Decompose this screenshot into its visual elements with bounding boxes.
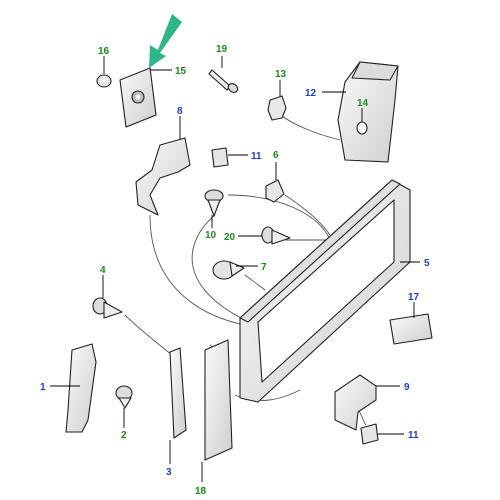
washer-16	[96, 74, 112, 88]
rivet-7	[212, 260, 245, 280]
callout-9: 9	[404, 382, 410, 393]
clip-11b	[360, 423, 379, 445]
bracket-9	[334, 374, 377, 431]
panel-5	[239, 179, 411, 403]
callout-6: 6	[273, 150, 279, 161]
callout-14: 14	[357, 98, 369, 109]
callout-13: 13	[275, 69, 287, 80]
callout-1: 1	[40, 382, 46, 393]
clip-6	[265, 179, 285, 203]
callout-5: 5	[424, 258, 430, 269]
rivet-20	[261, 226, 291, 245]
bracket-8	[135, 137, 191, 216]
callout-4: 4	[100, 265, 106, 276]
rivet-2	[115, 385, 133, 409]
callout-17: 17	[408, 292, 420, 303]
block-17	[389, 313, 433, 345]
callout-11a: 11	[251, 151, 262, 162]
bracket-1	[65, 343, 97, 433]
clip-11a	[211, 147, 229, 168]
arrow-icon	[149, 14, 182, 68]
plate-15	[119, 67, 157, 128]
rivet-10	[204, 189, 224, 217]
callout-20: 20	[224, 232, 236, 243]
callout-2: 2	[121, 430, 127, 441]
rivet-4	[92, 297, 123, 319]
bolt-19	[208, 69, 239, 93]
leader-lines	[50, 56, 420, 482]
callout-10: 10	[205, 230, 217, 241]
callout-12: 12	[305, 88, 317, 99]
callout-15: 15	[175, 66, 187, 77]
callout-7: 7	[261, 262, 267, 273]
strip-3	[169, 347, 187, 439]
callout-19: 19	[216, 44, 228, 55]
callout-18: 18	[195, 486, 207, 497]
bracket-12	[337, 61, 399, 163]
clip-13	[267, 95, 287, 121]
callout-11b: 11	[408, 430, 419, 441]
callouts: 1 2 3 4 5 6 7 8 9 10 11 11 12 13 14 15 1…	[40, 44, 430, 497]
callout-8: 8	[177, 106, 183, 117]
callout-16: 16	[98, 46, 110, 57]
callout-3: 3	[166, 467, 172, 478]
strip-18	[204, 339, 233, 461]
